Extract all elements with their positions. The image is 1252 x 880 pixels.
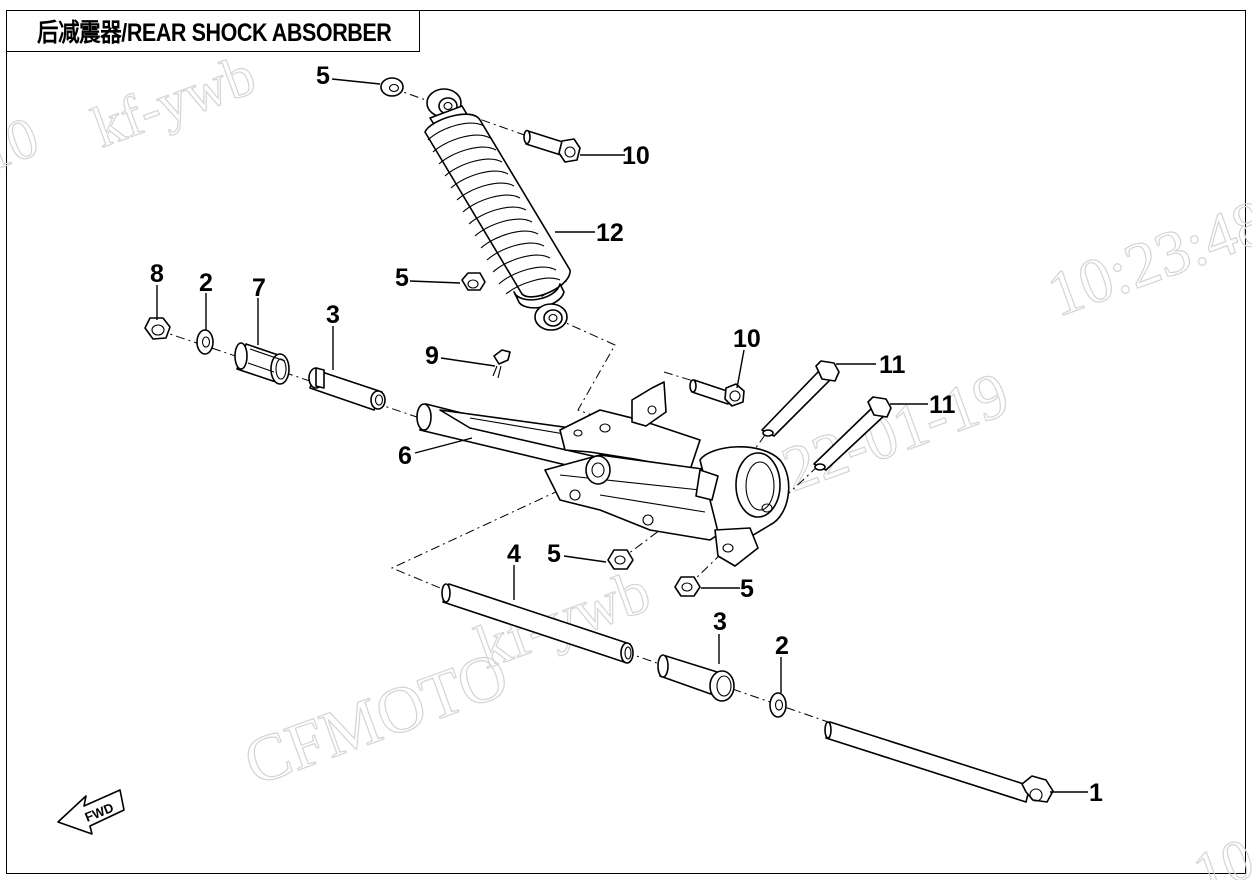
bushing-3-lower: [657, 654, 735, 702]
bolt-10-upper: [523, 129, 581, 163]
callout-7: 7: [252, 274, 266, 302]
nut-5-shock: [461, 272, 486, 291]
watermark-fragment-left: 10: [0, 104, 47, 185]
bolt-10-swingarm: [689, 379, 745, 407]
callout-11-lower: 11: [929, 391, 956, 419]
bolt-11-lower: [813, 396, 892, 471]
callout-2-lower: 2: [775, 632, 789, 660]
drawing-frame: [6, 10, 1246, 874]
nut-8: [144, 317, 171, 340]
callout-6: 6: [398, 442, 412, 470]
coil-spring: [424, 113, 571, 298]
diagram-title-box: 后减震器/REAR SHOCK ABSORBER: [6, 10, 420, 52]
nut-5-lower-right: [674, 576, 701, 597]
callout-5-lower-left: 5: [547, 540, 561, 568]
callout-10-swingarm: 10: [733, 325, 761, 353]
callout-5-top: 5: [316, 62, 330, 90]
nut-5-top: [380, 77, 404, 97]
grease-nipple-9: [492, 349, 511, 379]
swingarm-6: [416, 381, 790, 567]
callout-5-lower-right: 5: [740, 575, 754, 603]
bolt-11-upper: [761, 360, 840, 437]
callout-3-left: 3: [326, 301, 340, 329]
leader-lines: [156, 78, 1088, 793]
callout-5-shock: 5: [395, 264, 409, 292]
callout-9: 9: [425, 342, 439, 370]
callout-3-lower: 3: [713, 608, 727, 636]
callout-12: 12: [596, 219, 624, 247]
washer-2-left: [196, 329, 214, 355]
washer-2-lower: [769, 692, 787, 718]
callout-8: 8: [150, 260, 164, 288]
watermark-user-top: kf-ywb: [84, 42, 264, 160]
diagram-title: 后减震器/REAR SHOCK ABSORBER: [37, 19, 392, 47]
bushing-3-left: [308, 367, 386, 411]
pivot-bolt-1: [824, 721, 1054, 803]
callout-2-left: 2: [199, 269, 213, 297]
callout-1: 1: [1089, 779, 1103, 807]
callout-10-top: 10: [622, 142, 650, 170]
callouts: 5 10 12 5 8 2 7 3 9 6 10 11 11 5 4 5 3 2…: [150, 62, 1103, 807]
bearing-7: [234, 342, 290, 385]
nut-5-lower-left: [607, 549, 634, 570]
fwd-arrow-icon: FWD: [57, 789, 125, 835]
watermark-fragment-br: 10: [1185, 825, 1252, 880]
spacer-tube-4: [441, 583, 634, 664]
callout-11-upper: 11: [879, 351, 906, 379]
callout-4: 4: [507, 540, 521, 568]
watermark-time: 10:23:48: [1039, 186, 1252, 331]
shock-absorber-12: [424, 88, 571, 331]
watermark-brand: CFMOTO: [235, 638, 517, 800]
